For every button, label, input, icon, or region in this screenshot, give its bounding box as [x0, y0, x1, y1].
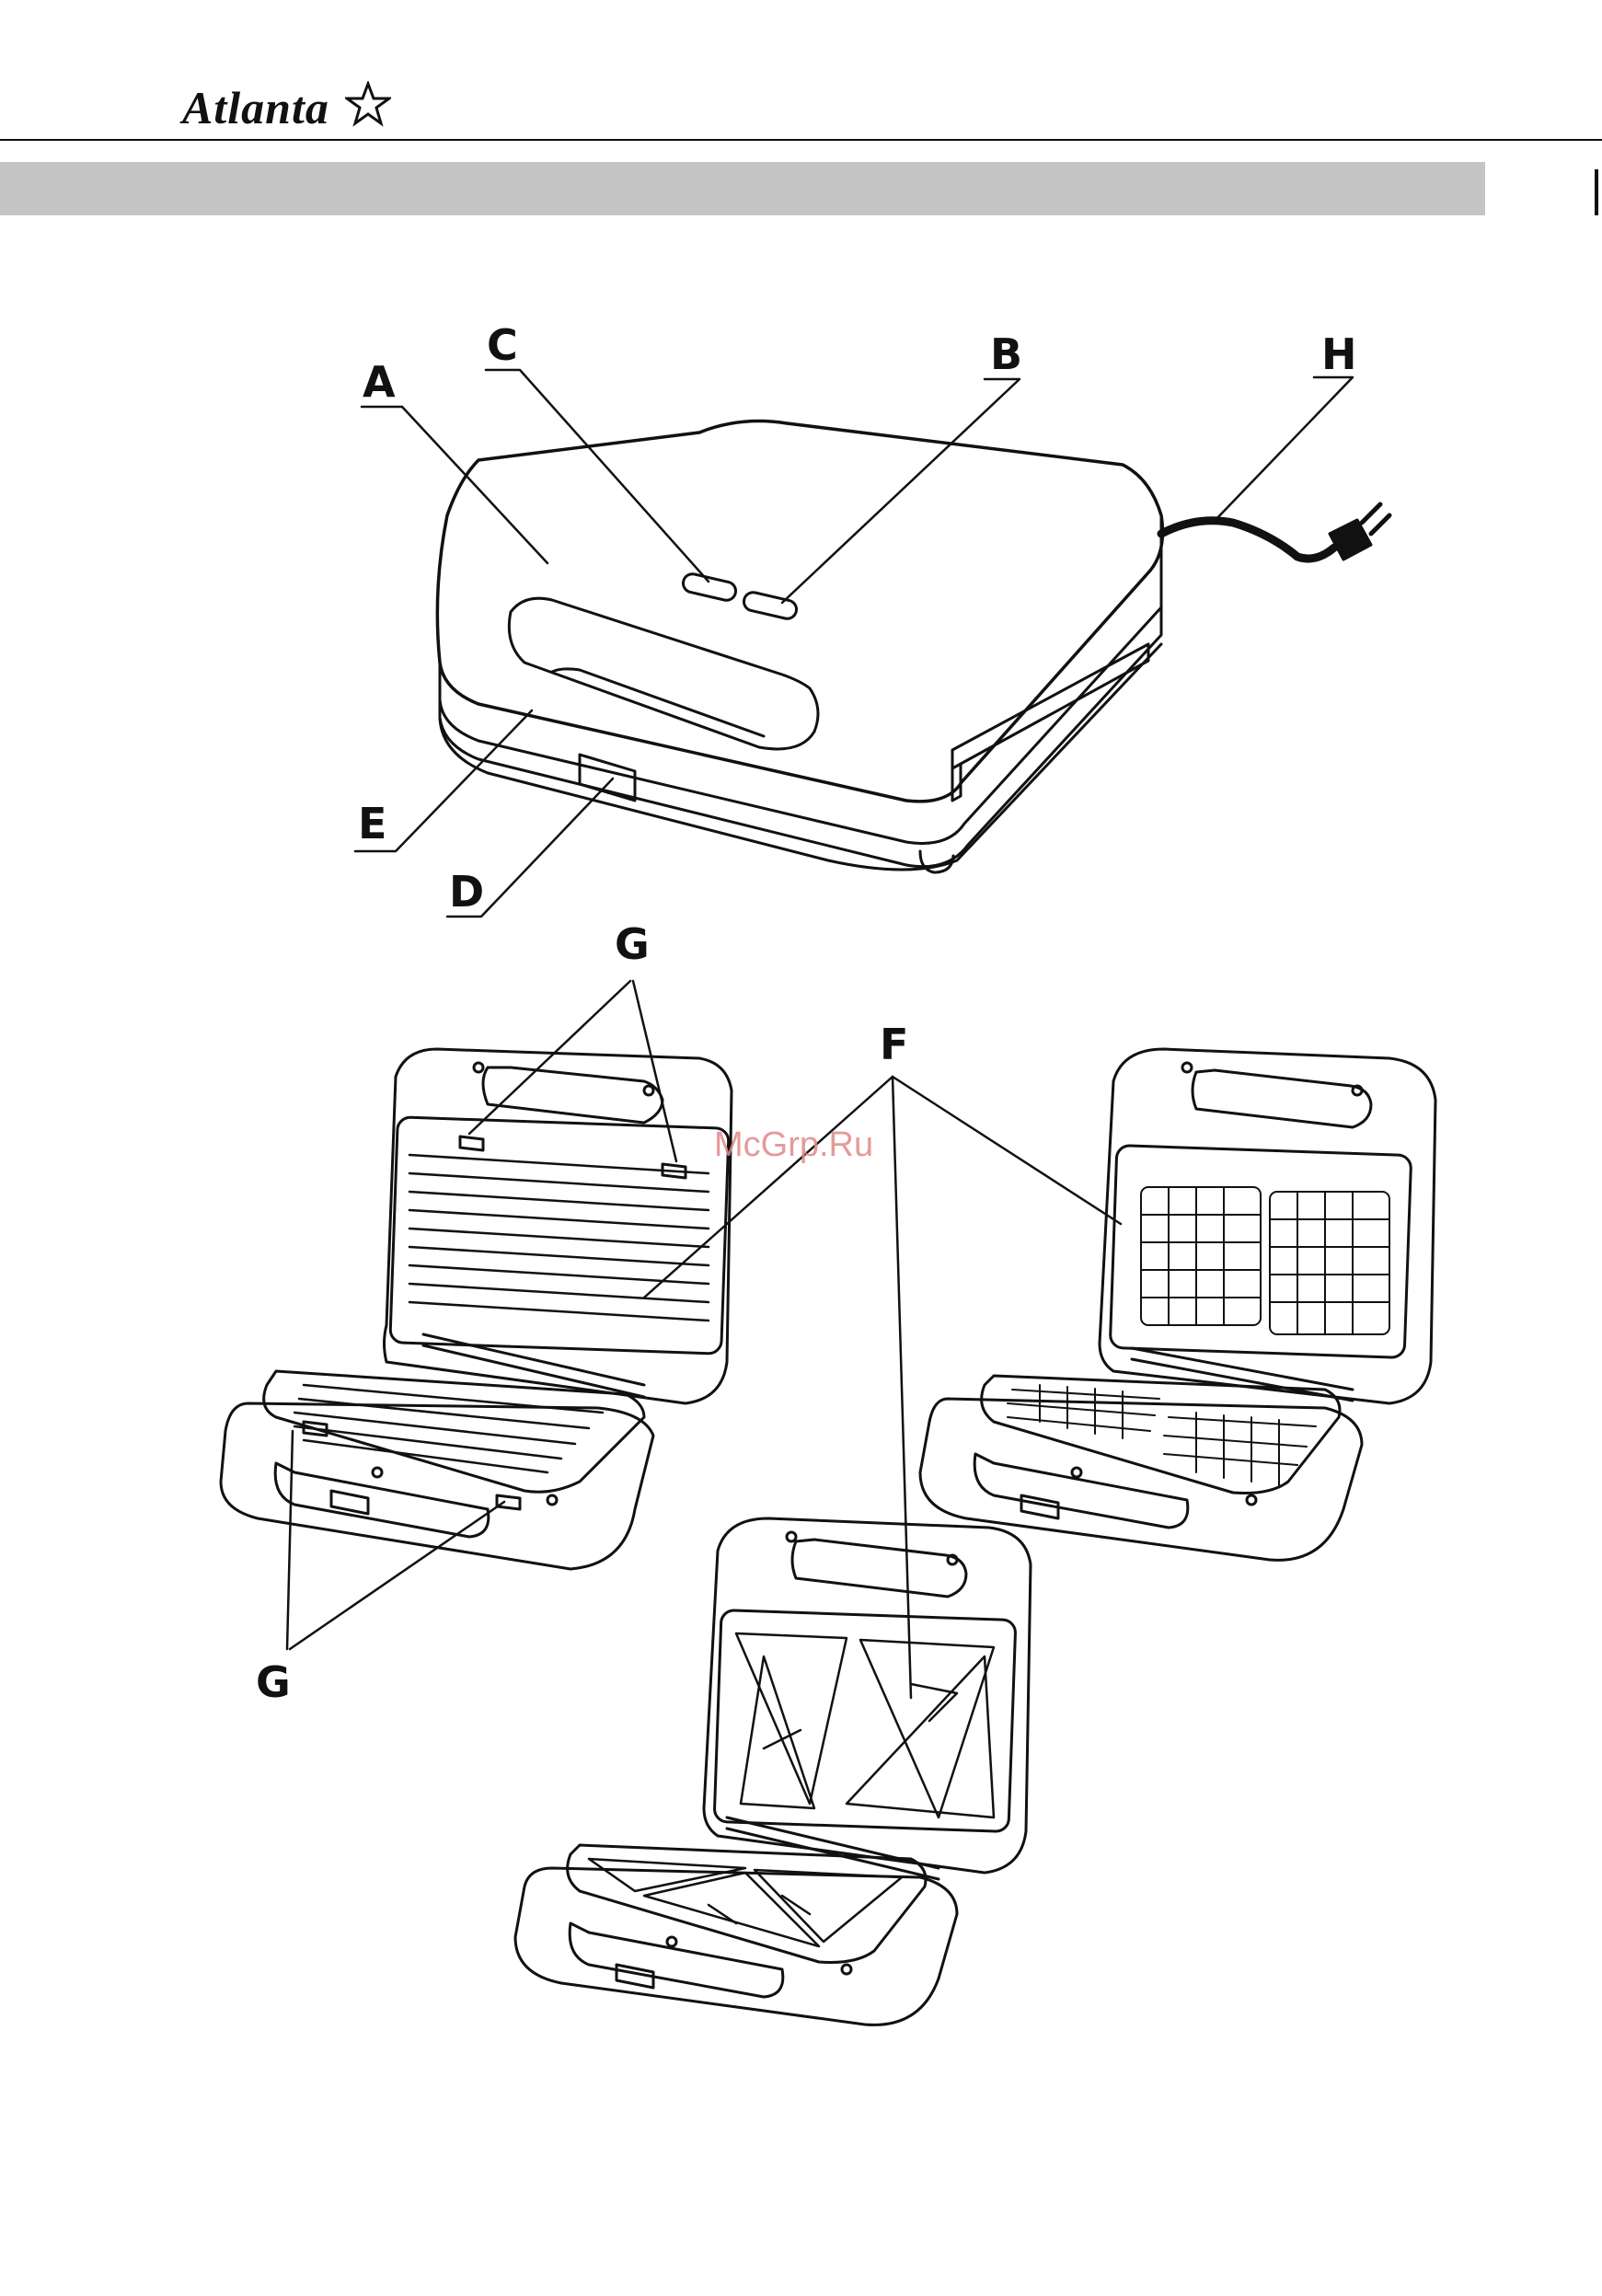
label-A: A [363, 361, 396, 403]
watermark: McGrp.Ru [714, 1125, 873, 1165]
label-F: F [880, 1023, 908, 1066]
label-H: H [1321, 333, 1357, 375]
callout-lines [287, 370, 1353, 1698]
open-unit-waffle [920, 1049, 1435, 1560]
open-unit-sandwich [515, 1518, 1031, 2025]
label-G-bottom: G [256, 1661, 291, 1703]
label-D: D [449, 871, 484, 913]
label-C: C [487, 324, 518, 366]
label-E: E [358, 802, 386, 845]
label-G-top: G [615, 923, 650, 965]
label-B: B [990, 333, 1022, 375]
